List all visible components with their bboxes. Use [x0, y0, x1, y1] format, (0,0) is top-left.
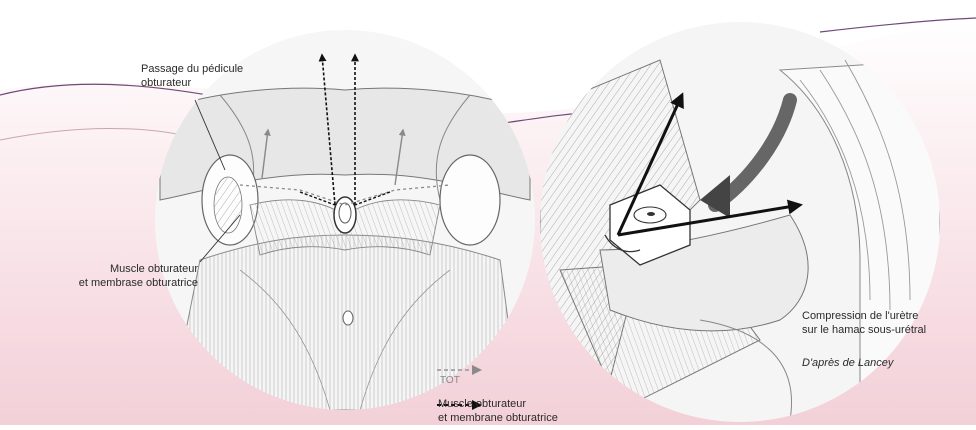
label-compression-line1: Compression de l'urètre [802, 309, 926, 323]
label-compression: Compression de l'urètre sur le hamac sou… [802, 309, 926, 337]
label-muscle-left-line2: et membrase obturatrice [22, 276, 198, 290]
label-pedicule: Passage du pédicule obturateur [141, 62, 243, 90]
legend-muscle-label: Muscle obturateur et membrane obturatric… [438, 397, 558, 425]
label-muscle-left-line1: Muscle obturateur [22, 262, 198, 276]
label-pedicule-line1: Passage du pédicule [141, 62, 243, 76]
legend-tot-label: TOT [440, 374, 460, 388]
label-pedicule-line2: obturateur [141, 76, 243, 90]
label-credit: D'après de Lancey [802, 356, 893, 370]
label-muscle-left: Muscle obturateur et membrase obturatric… [22, 262, 198, 290]
legend-muscle-line2: et membrane obturatrice [438, 411, 558, 425]
label-compression-line2: sur le hamac sous-urétral [802, 323, 926, 337]
legend-muscle-line1: Muscle obturateur [438, 397, 558, 411]
